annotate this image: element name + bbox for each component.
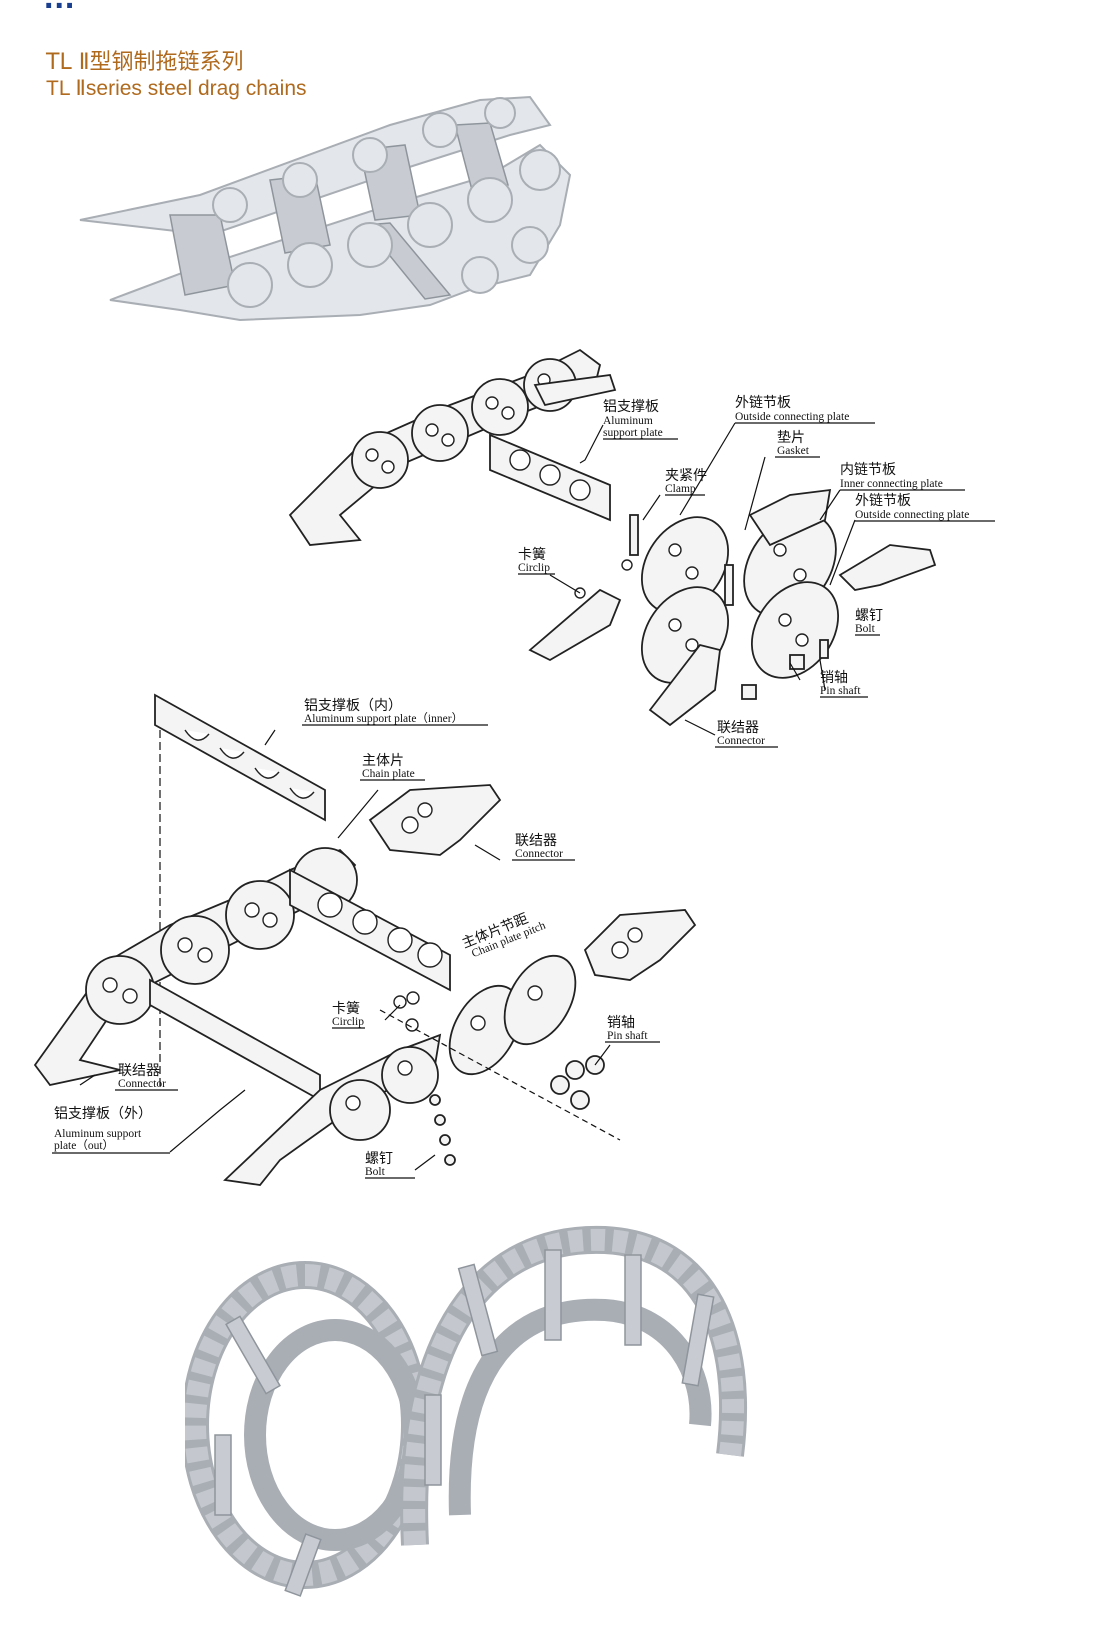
label-gasket-en: Gasket <box>777 445 810 457</box>
label-circlip-en: Circlip <box>518 562 550 574</box>
label-bolt-en: Bolt <box>855 623 876 635</box>
label-clamp-en: Clamp <box>665 483 696 495</box>
label-circlip-cn: 卡簧 <box>518 547 546 563</box>
label-aluminum-support-cn: 铝支撑板 <box>603 399 659 415</box>
label-aluminum-support-en: Aluminum <box>603 415 653 427</box>
label-outside-plate-en: Outside connecting plate <box>735 411 849 423</box>
label-support-inner-cn: 铝支撑板（内） <box>304 698 402 714</box>
label-connector-en: Connector <box>717 735 765 747</box>
label-pin-shaft-cn: 销轴 <box>820 670 848 686</box>
label-chain-plate-cn: 主体片 <box>362 753 404 769</box>
label-circlip-b-cn: 卡簧 <box>332 1001 360 1017</box>
label-gasket-cn: 垫片 <box>777 430 805 446</box>
label-chain-plate-en: Chain plate <box>362 768 415 780</box>
label-support-out-en2: plate（out） <box>54 1139 114 1152</box>
label-connector-b1-cn: 联结器 <box>515 833 557 849</box>
label-pin-shaft-b-en: Pin shaft <box>607 1030 648 1042</box>
label-connector-b2-cn: 联结器 <box>118 1063 160 1079</box>
label-outside-plate-cn: 外链节板 <box>735 395 791 411</box>
label-connector-cn: 联结器 <box>717 720 759 736</box>
label-inner-plate-en: Inner connecting plate <box>840 478 943 490</box>
label-bolt-cn: 螺钉 <box>855 608 883 624</box>
series-title-en: TL Ⅱseries steel drag chains <box>46 77 307 100</box>
label-pin-shaft-en: Pin shaft <box>820 685 861 697</box>
label-outside-plate2-cn: 外链节板 <box>855 493 911 509</box>
label-outside-plate2-en: Outside connecting plate <box>855 509 969 521</box>
label-bolt-b-en: Bolt <box>365 1166 386 1178</box>
drag-chain-photo-top <box>79 95 572 322</box>
exploded-diagram-b: 铝支撑板（内） Aluminum support plate（inner） 主体… <box>33 693 697 1186</box>
label-bolt-b-cn: 螺钉 <box>365 1151 393 1167</box>
exploded-diagram-a: 铝支撑板 Aluminum support plate 外链节板 Outside… <box>288 348 995 748</box>
label-connector-b1-en: Connector <box>515 848 563 860</box>
label-support-inner-en: Aluminum support plate（inner） <box>304 712 463 725</box>
label-support-out-en: Aluminum support <box>54 1128 142 1140</box>
cropped-heading: ... <box>44 0 75 17</box>
label-clamp-cn: 夹紧件 <box>665 468 707 484</box>
label-inner-plate-cn: 内链节板 <box>840 462 896 478</box>
label-aluminum-support-en2: support plate <box>603 427 663 439</box>
label-support-out-cn: 铝支撑板（外） <box>54 1106 152 1122</box>
label-circlip-b-en: Circlip <box>332 1016 364 1028</box>
label-pin-shaft-b-cn: 销轴 <box>607 1015 635 1031</box>
series-title-cn: TL Ⅱ型钢制拖链系列 <box>46 50 244 75</box>
drag-chain-photo-bottom <box>185 1225 747 1597</box>
label-connector-b2-en: Connector <box>118 1078 166 1090</box>
